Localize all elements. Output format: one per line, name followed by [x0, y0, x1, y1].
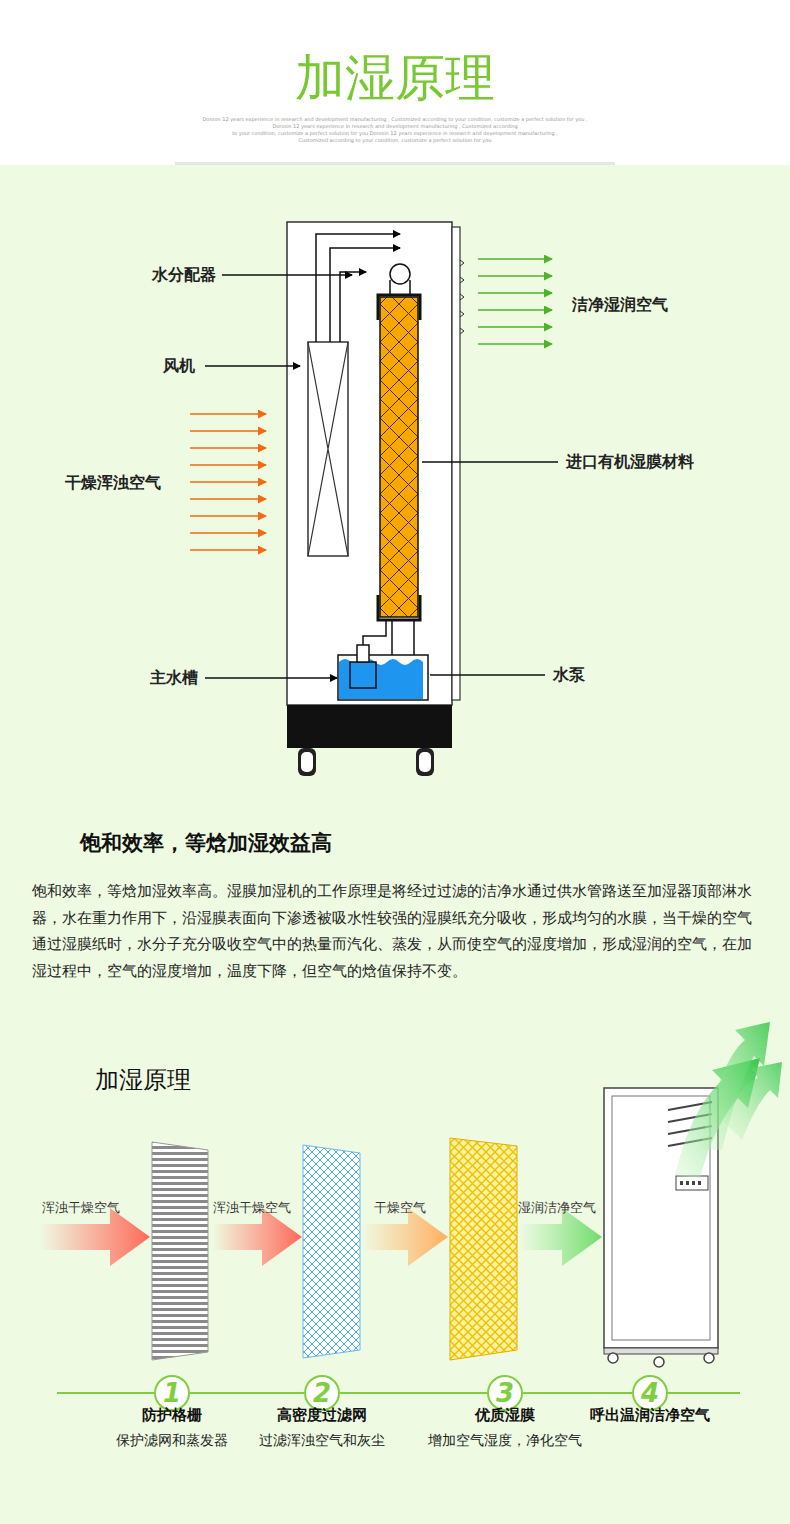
callout-number: 1 — [156, 1377, 188, 1409]
step-connector — [340, 1392, 487, 1394]
note-text-wrap: Doroon 12 years experience in research a… — [183, 116, 607, 123]
airflow-label-wrap: 湿润洁净空气 — [518, 1199, 596, 1216]
section-heading-wrap: 加湿原理 — [95, 1065, 191, 1095]
note-text-wrap: Customized according to your condition, … — [183, 137, 607, 144]
step-heading: 防护格栅 — [72, 1405, 272, 1425]
step-connector — [523, 1392, 632, 1394]
note-text: Dorosin 12 years experience in research … — [183, 123, 607, 130]
part-label: 主水槽 — [150, 668, 198, 688]
airflow-label-wrap: 浑浊干燥空气 — [213, 1199, 291, 1216]
section-heading: 饱和效率，等焓加湿效益高 — [80, 829, 332, 857]
step-circle: 1防护格栅保护滤网和蒸发器 — [154, 1375, 190, 1411]
section-heading: 加湿原理 — [95, 1065, 191, 1095]
note-text: to your condition, customize a perfect s… — [183, 130, 607, 137]
part-label-wrap: 风机 — [163, 356, 195, 376]
note-text-wrap: Dorosin 12 years experience in research … — [183, 123, 607, 130]
step-connector — [190, 1392, 304, 1394]
callout-number: 4 — [634, 1377, 666, 1409]
step-description: 过滤浑浊空气和灰尘 — [222, 1431, 422, 1449]
airflow-label: 湿润洁净空气 — [518, 1199, 596, 1216]
step-circle: 2高密度过滤网过滤浑浊空气和灰尘 — [304, 1375, 340, 1411]
section-heading-wrap: 饱和效率，等焓加湿效益高 — [80, 829, 332, 857]
step-circle: 4呼出温润洁净空气 — [632, 1375, 668, 1411]
page-title-wrap: 加湿原理 — [195, 48, 595, 108]
part-label-wrap: 主水槽 — [150, 668, 198, 688]
step-description: 增加空气湿度，净化空气 — [405, 1431, 605, 1449]
part-label-wrap: 水分配器 — [152, 265, 216, 285]
step-description: 保护滤网和蒸发器 — [72, 1431, 272, 1449]
step-heading: 优质湿膜 — [405, 1405, 605, 1425]
airflow-label-wrap: 干燥浑浊空气 — [65, 473, 161, 493]
note-text: Doroon 12 years experience in research a… — [183, 116, 607, 123]
part-label: 水泵 — [553, 665, 585, 685]
step-heading: 呼出温润洁净空气 — [550, 1405, 750, 1425]
airflow-label-wrap: 浑浊干燥空气 — [42, 1199, 120, 1216]
part-label-wrap: 进口有机湿膜材料 — [566, 452, 694, 472]
airflow-label: 干燥浑浊空气 — [65, 473, 161, 493]
step-heading: 高密度过滤网 — [222, 1405, 422, 1425]
airflow-label: 浑浊干燥空气 — [213, 1199, 291, 1216]
callout-number: 2 — [306, 1377, 338, 1409]
part-label-wrap: 水泵 — [553, 665, 585, 685]
page-title: 加湿原理 — [195, 48, 595, 108]
step-circle: 3优质湿膜增加空气湿度，净化空气 — [487, 1375, 523, 1411]
note-text: Customized according to your condition, … — [183, 137, 607, 144]
airflow-label: 洁净湿润空气 — [572, 295, 668, 315]
body-paragraph: 饱和效率，等焓加湿效率高。湿膜加湿机的工作原理是将经过过滤的洁净水通过供水管路送… — [32, 878, 762, 984]
body-paragraph-wrap: 饱和效率，等焓加湿效率高。湿膜加湿机的工作原理是将经过过滤的洁净水通过供水管路送… — [32, 878, 762, 984]
part-label: 风机 — [163, 356, 195, 376]
note-text-wrap: to your condition, customize a perfect s… — [183, 130, 607, 137]
part-label: 进口有机湿膜材料 — [566, 452, 694, 472]
airflow-label: 干燥空气 — [374, 1199, 426, 1216]
callout-number: 3 — [489, 1377, 521, 1409]
airflow-label-wrap: 干燥空气 — [374, 1199, 426, 1216]
airflow-label: 浑浊干燥空气 — [42, 1199, 120, 1216]
airflow-label-wrap: 洁净湿润空气 — [572, 295, 668, 315]
part-label: 水分配器 — [152, 265, 216, 285]
